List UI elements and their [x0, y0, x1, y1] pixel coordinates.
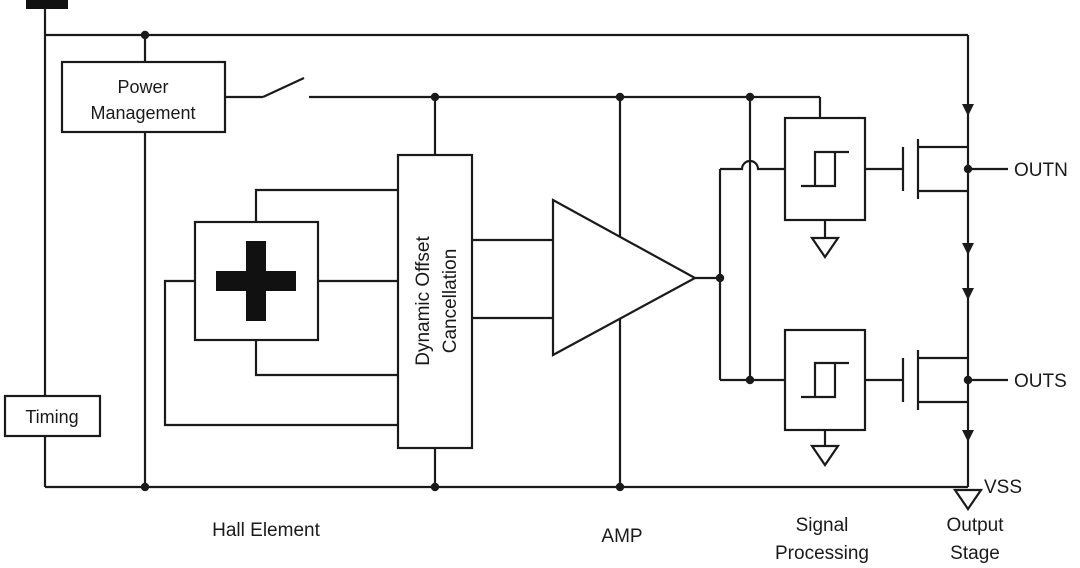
amp-triangle-icon	[551, 198, 698, 357]
junction-dot	[615, 482, 625, 492]
power-management-label-line2: Management	[90, 103, 195, 123]
schmitt-trigger-top-block	[783, 116, 867, 222]
output-stage-label-line1: Output	[946, 515, 1004, 536]
junction-dot	[963, 164, 973, 174]
wire-schmitt-top-input-hop	[720, 159, 785, 171]
ground-icon-bottom	[809, 444, 841, 467]
wire-hall-left	[163, 279, 398, 427]
junction-dots	[140, 30, 973, 492]
wire-hall-top	[254, 188, 398, 222]
hysteresis-icon-bottom	[801, 361, 849, 399]
junction-dot	[140, 30, 150, 40]
junction-dot	[140, 482, 150, 492]
amp-stage-label: AMP	[601, 526, 642, 547]
signal-processing-stage-label-line2: Processing	[775, 543, 869, 564]
junction-dot	[715, 273, 725, 283]
supply-terminal-icon	[26, 0, 68, 9]
outs-pin-label: OUTS	[1014, 371, 1067, 392]
current-arrow-icon	[962, 288, 974, 300]
ground-icon-vss	[952, 488, 984, 511]
hall-plus-vbar	[246, 241, 266, 321]
wire-hall-bottom	[254, 340, 398, 377]
dynamic-offset-label-line1: Dynamic Offset	[413, 236, 434, 366]
hall-plus-icon	[216, 241, 296, 321]
junction-dot	[745, 92, 755, 102]
mosfet-top-icon	[901, 139, 968, 199]
current-arrow-icon	[962, 430, 974, 442]
vss-pin-label: VSS	[984, 477, 1022, 498]
output-stage-label-line2: Stage	[950, 543, 1000, 564]
junction-dot	[430, 482, 440, 492]
junction-dot	[963, 375, 973, 385]
junction-dot	[745, 375, 755, 385]
dynamic-offset-label-line2: Cancellation	[440, 249, 461, 354]
hall-element-stage-label: Hall Element	[212, 520, 320, 541]
current-arrow-icon	[962, 104, 974, 116]
mosfet-bottom-icon	[901, 350, 968, 410]
signal-processing-stage-label-line1: Signal	[796, 515, 849, 536]
dynamic-offset-cancellation-block	[396, 153, 474, 450]
current-arrow-icon	[962, 243, 974, 255]
junction-dot	[430, 92, 440, 102]
junction-dot	[615, 92, 625, 102]
switch-icon	[262, 77, 305, 98]
outn-pin-label: OUTN	[1014, 160, 1068, 181]
hysteresis-icon-top	[801, 150, 849, 188]
power-management-label-line1: Power	[117, 77, 168, 97]
timing-label: Timing	[25, 407, 78, 427]
timing-block	[3, 394, 102, 438]
power-management-block	[60, 60, 227, 134]
schmitt-trigger-bottom-block	[783, 328, 867, 432]
ground-icon-top	[809, 236, 841, 259]
